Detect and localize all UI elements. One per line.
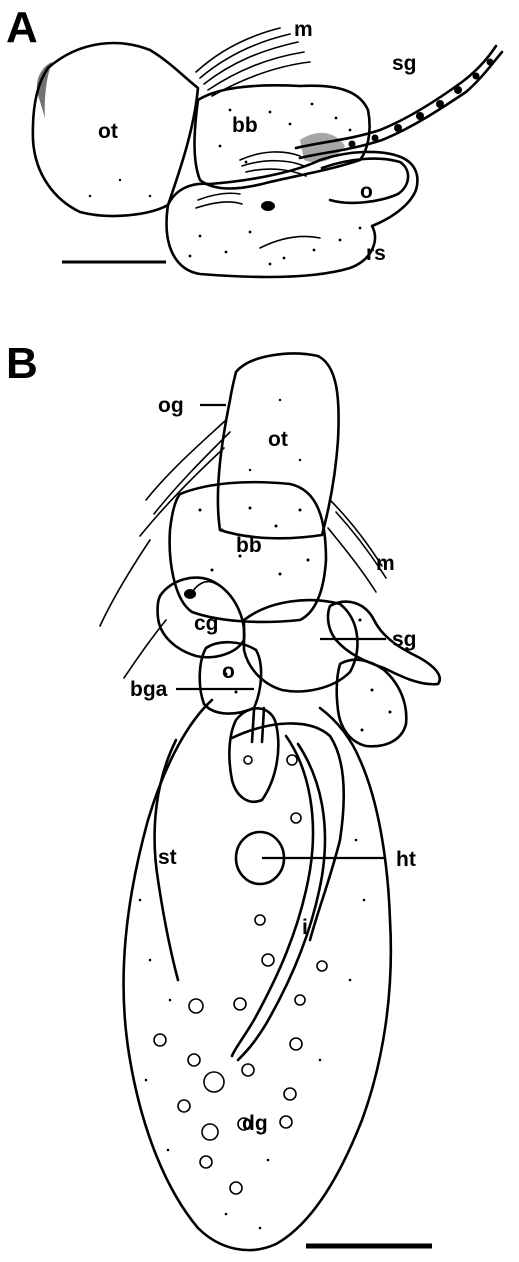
panel-b-duct bbox=[252, 708, 264, 742]
panel-a-glands-cluster bbox=[300, 133, 345, 162]
panel-b-jaw bbox=[184, 589, 196, 599]
panel-a-fold bbox=[260, 236, 320, 248]
panel-b-visceral-mass bbox=[124, 700, 391, 1250]
panel-a-oral-tube-shading bbox=[37, 62, 52, 118]
panel-a-letter: A bbox=[6, 3, 38, 52]
panel-b-label-cg: cg bbox=[194, 612, 219, 635]
panel-b-label-i: i bbox=[302, 916, 308, 939]
panel-b-label-st: st bbox=[158, 846, 177, 869]
panel-a-jaw bbox=[261, 201, 275, 211]
panel-b-label-og: og bbox=[158, 394, 184, 417]
panel-a-label-ot: ot bbox=[98, 120, 118, 143]
panel-a-label-m: m bbox=[294, 18, 313, 41]
panel-b-label-o: o bbox=[222, 660, 235, 683]
panel-b: B bbox=[6, 339, 440, 1250]
panel-a: A bbox=[6, 3, 502, 277]
panel-b-label-m: m bbox=[376, 552, 395, 575]
panel-b-stipple bbox=[139, 399, 392, 1229]
panel-b-intestine-inner bbox=[238, 744, 325, 1060]
panel-b-letter: B bbox=[6, 339, 38, 388]
panel-b-label-ot: ot bbox=[268, 428, 288, 451]
panel-b-salivary-gland bbox=[328, 602, 440, 685]
panel-a-stipple bbox=[89, 103, 362, 266]
panel-b-label-dg: dg bbox=[242, 1112, 268, 1135]
panel-b-label-bga: bga bbox=[130, 678, 168, 701]
panel-a-label-bb: bb bbox=[232, 114, 258, 137]
panel-a-label-o: o bbox=[360, 180, 373, 203]
panel-b-label-bb: bb bbox=[236, 534, 262, 557]
panel-b-label-sg: sg bbox=[392, 628, 417, 651]
panel-a-label-rs: rs bbox=[366, 242, 386, 265]
panel-b-digestive-gland-rings bbox=[154, 755, 327, 1194]
panel-a-label-sg: sg bbox=[392, 52, 417, 75]
panel-b-label-ht: ht bbox=[396, 848, 416, 871]
